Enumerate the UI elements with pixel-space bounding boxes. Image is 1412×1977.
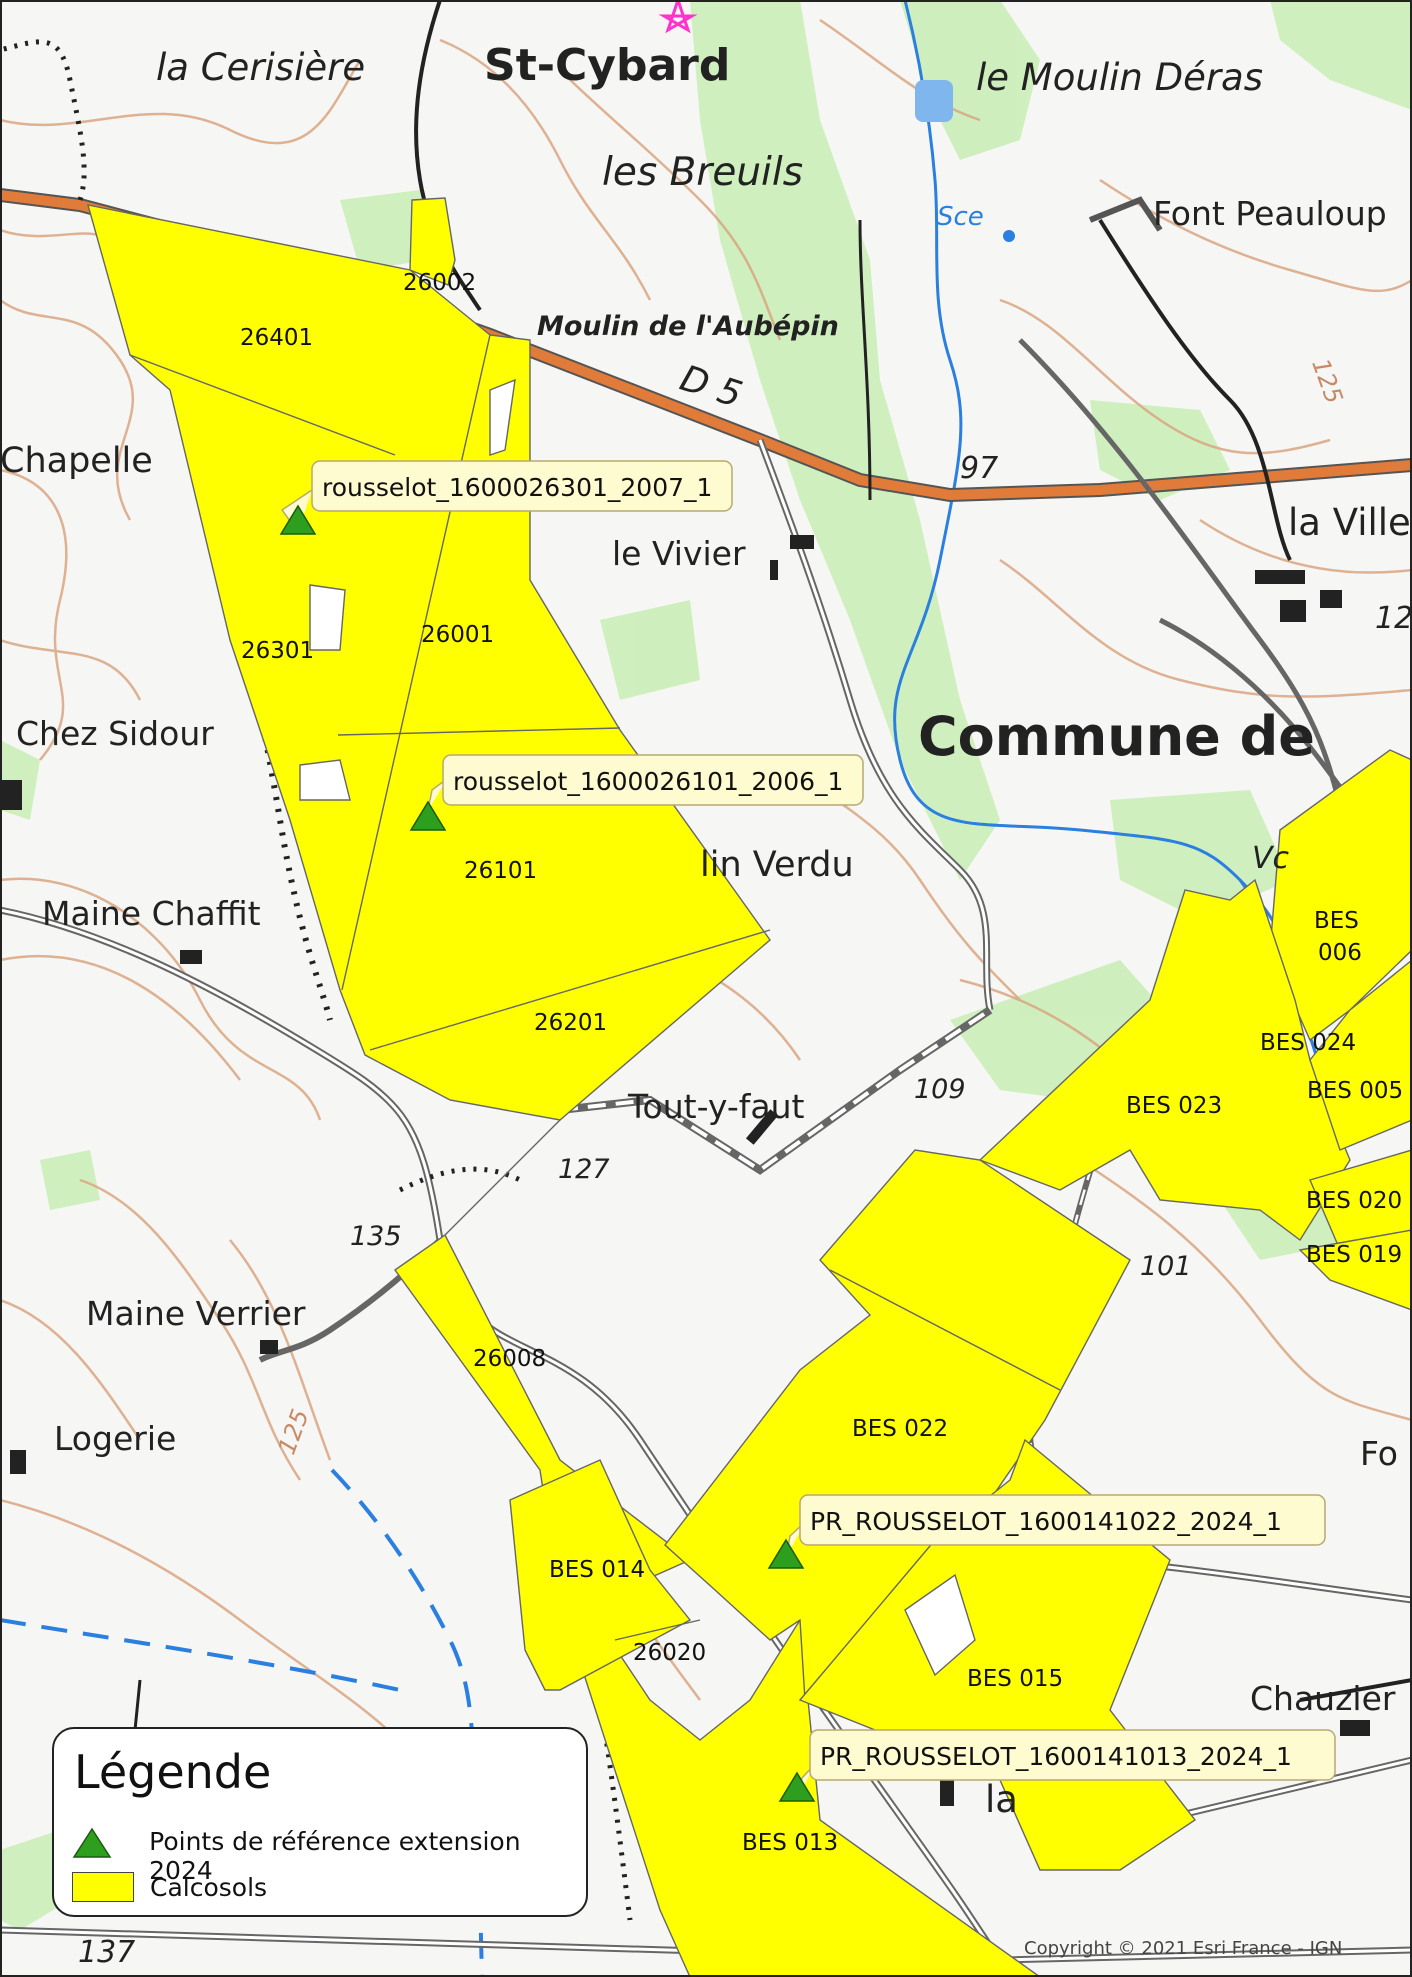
label-26008: 26008 xyxy=(473,1346,546,1372)
green-triangle-icon xyxy=(72,1827,133,1872)
label-bes022: BES 022 xyxy=(852,1416,948,1442)
place-sce: Sce xyxy=(937,202,984,232)
place-la-ville: la Ville xyxy=(1288,501,1411,544)
green-triangle-icon[interactable] xyxy=(767,1538,805,1569)
label-26201: 26201 xyxy=(534,1010,607,1036)
callout-box xyxy=(799,1494,1326,1546)
place-les-breuils: les Breuils xyxy=(602,150,803,195)
reference-points[interactable]: rousselot_1600026301_2007_1 rousselot_16… xyxy=(279,460,1336,1802)
place-logerie: Logerie xyxy=(54,1419,176,1458)
label-26101: 26101 xyxy=(464,858,537,884)
yellow-rectangle-icon xyxy=(72,1871,134,1903)
label-bes019: BES 019 xyxy=(1306,1242,1402,1268)
label-26020: 26020 xyxy=(633,1640,706,1666)
label-26401: 26401 xyxy=(240,325,313,351)
copyright-text: Copyright © 2021 Esri France - IGN xyxy=(1024,1938,1343,1959)
star-marker-icon xyxy=(658,0,698,34)
parcel-labels: 26002 26401 26301 26001 26101 26201 2600… xyxy=(240,270,1403,1856)
label-26301: 26301 xyxy=(241,638,314,664)
place-la: la xyxy=(985,1778,1018,1821)
place-109: 109 xyxy=(914,1074,966,1105)
label-bes006-line1: BES xyxy=(1314,908,1359,934)
place-maine-verrier: Maine Verrier xyxy=(86,1294,306,1333)
callout-label: rousselot_1600026301_2007_1 xyxy=(322,473,712,502)
label-bes013: BES 013 xyxy=(742,1830,838,1856)
place-moulin-verdu: lin Verdu xyxy=(700,845,854,885)
place-maine-chaffit: Maine Chaffit xyxy=(42,894,261,933)
label-bes015: BES 015 xyxy=(967,1666,1063,1692)
parcel-group-south[interactable] xyxy=(394,1233,1042,1977)
green-triangle-icon[interactable] xyxy=(409,800,447,831)
place-97: 97 xyxy=(960,451,998,486)
place-12: 12 xyxy=(1375,601,1412,636)
callout-box xyxy=(311,460,733,512)
parcel-bes019[interactable] xyxy=(1298,1229,1412,1311)
place-le-vivier: le Vivier xyxy=(612,534,746,573)
pond xyxy=(915,80,953,122)
place-labels: la Cerisière St-Cybard le Moulin Déras l… xyxy=(0,40,1412,1970)
place-chauzier: Chauzier xyxy=(1250,1679,1396,1718)
reference-point-2[interactable]: rousselot_1600026101_2006_1 xyxy=(409,754,864,831)
place-135: 135 xyxy=(350,1221,402,1252)
legend-item-calcosols: Calcosols xyxy=(72,1871,267,1903)
callout-box xyxy=(442,754,864,806)
place-moulin-aubepin: Moulin de l'Aubépin xyxy=(537,311,839,342)
green-triangle-icon[interactable] xyxy=(778,1771,816,1802)
label-26001: 26001 xyxy=(421,622,494,648)
place-vc: Vc xyxy=(1252,841,1290,876)
label-bes005: BES 005 xyxy=(1307,1078,1403,1104)
place-st-cybard: St-Cybard xyxy=(484,40,730,91)
green-triangle-icon[interactable] xyxy=(279,504,317,535)
place-le-moulin-deras: le Moulin Déras xyxy=(976,56,1263,99)
parcel-group-north[interactable] xyxy=(87,204,771,1121)
place-commune-de: Commune de xyxy=(918,705,1315,768)
place-font-peauloup: Font Peauloup xyxy=(1153,194,1387,233)
place-127: 127 xyxy=(558,1154,610,1185)
place-101: 101 xyxy=(1140,1251,1192,1282)
reference-point-4[interactable]: PR_ROUSSELOT_1600141013_2024_1 xyxy=(778,1729,1336,1802)
legend-item-reference-points: Points de référence extension 2024 xyxy=(72,1827,586,1885)
spring-marker xyxy=(1003,230,1015,242)
callout-label: PR_ROUSSELOT_1600141013_2024_1 xyxy=(820,1742,1292,1771)
dashed-stream-2 xyxy=(0,1618,401,1692)
parcel-bes005[interactable] xyxy=(1309,959,1412,1151)
reference-point-3[interactable]: PR_ROUSSELOT_1600141022_2024_1 xyxy=(767,1494,1326,1569)
legend-label: Calcosols xyxy=(150,1872,268,1902)
legend: Légende Points de référence extension 20… xyxy=(52,1727,588,1917)
parcel-holes xyxy=(299,378,976,1677)
place-chapelle: Chapelle xyxy=(0,441,153,481)
reference-point-1[interactable]: rousselot_1600026301_2007_1 xyxy=(279,460,733,535)
label-bes014: BES 014 xyxy=(549,1557,645,1583)
callout-label: PR_ROUSSELOT_1600141022_2024_1 xyxy=(810,1507,1282,1536)
place-la-cerisiere: la Cerisière xyxy=(156,46,365,89)
callout-label: rousselot_1600026101_2006_1 xyxy=(453,767,843,796)
place-chez-sidour: Chez Sidour xyxy=(16,714,214,753)
place-fo: Fo xyxy=(1360,1434,1398,1473)
label-bes020: BES 020 xyxy=(1306,1188,1402,1214)
parcel-bes020[interactable] xyxy=(1309,1149,1412,1251)
legend-title: Légende xyxy=(74,1745,272,1799)
place-137: 137 xyxy=(78,1935,135,1970)
place-tout-y-faut: Tout-y-faut xyxy=(627,1087,805,1126)
buildings xyxy=(0,535,1370,1806)
callout-box xyxy=(809,1729,1336,1781)
parcel-boundaries xyxy=(129,334,1061,1641)
label-bes023: BES 023 xyxy=(1126,1093,1222,1119)
parcel-26002[interactable] xyxy=(409,197,456,286)
label-bes024: BES 024 xyxy=(1260,1030,1356,1056)
legend-label: Points de référence extension 2024 xyxy=(149,1827,521,1885)
label-26002: 26002 xyxy=(403,270,476,296)
label-bes006-line2: 006 xyxy=(1318,940,1362,966)
